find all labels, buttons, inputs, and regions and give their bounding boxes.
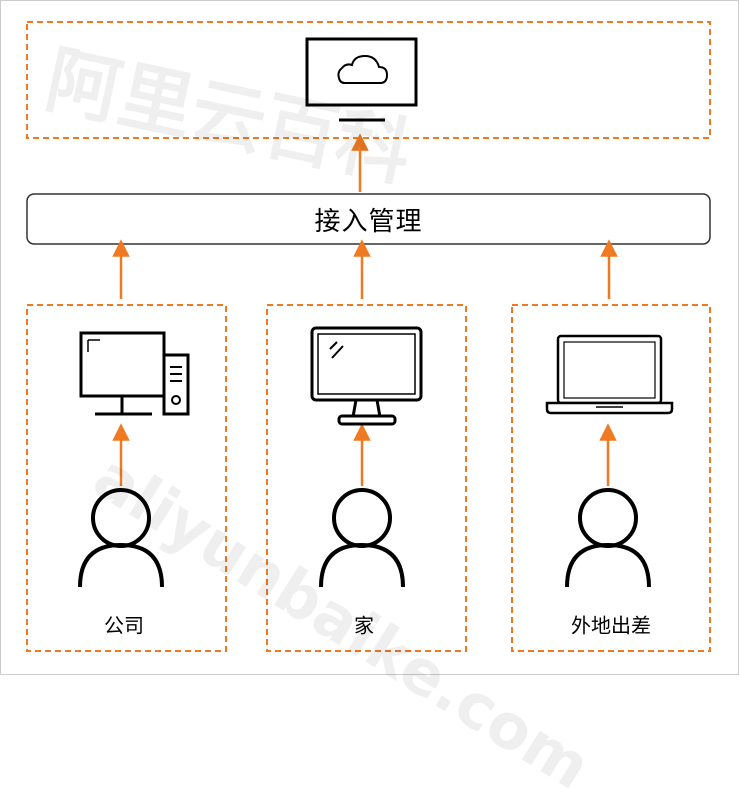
desktop-computer-icon	[79, 331, 190, 416]
gateway-label: 接入管理	[314, 206, 423, 237]
home-container	[266, 304, 467, 652]
location-label-home: 家	[354, 613, 374, 638]
office-container	[26, 304, 227, 652]
user-icon	[319, 488, 405, 588]
cloud-icon	[337, 54, 389, 84]
location-label-office: 公司	[104, 613, 144, 638]
laptop-icon	[545, 334, 674, 415]
monitor-icon	[310, 326, 423, 426]
arrows	[112, 133, 618, 486]
location-label-remote: 外地出差	[571, 613, 651, 638]
user-icon	[78, 488, 164, 588]
cloud-monitor-icon	[305, 37, 418, 122]
diagram-canvas	[0, 0, 739, 675]
remote-container	[511, 304, 711, 652]
user-icon	[565, 488, 651, 588]
